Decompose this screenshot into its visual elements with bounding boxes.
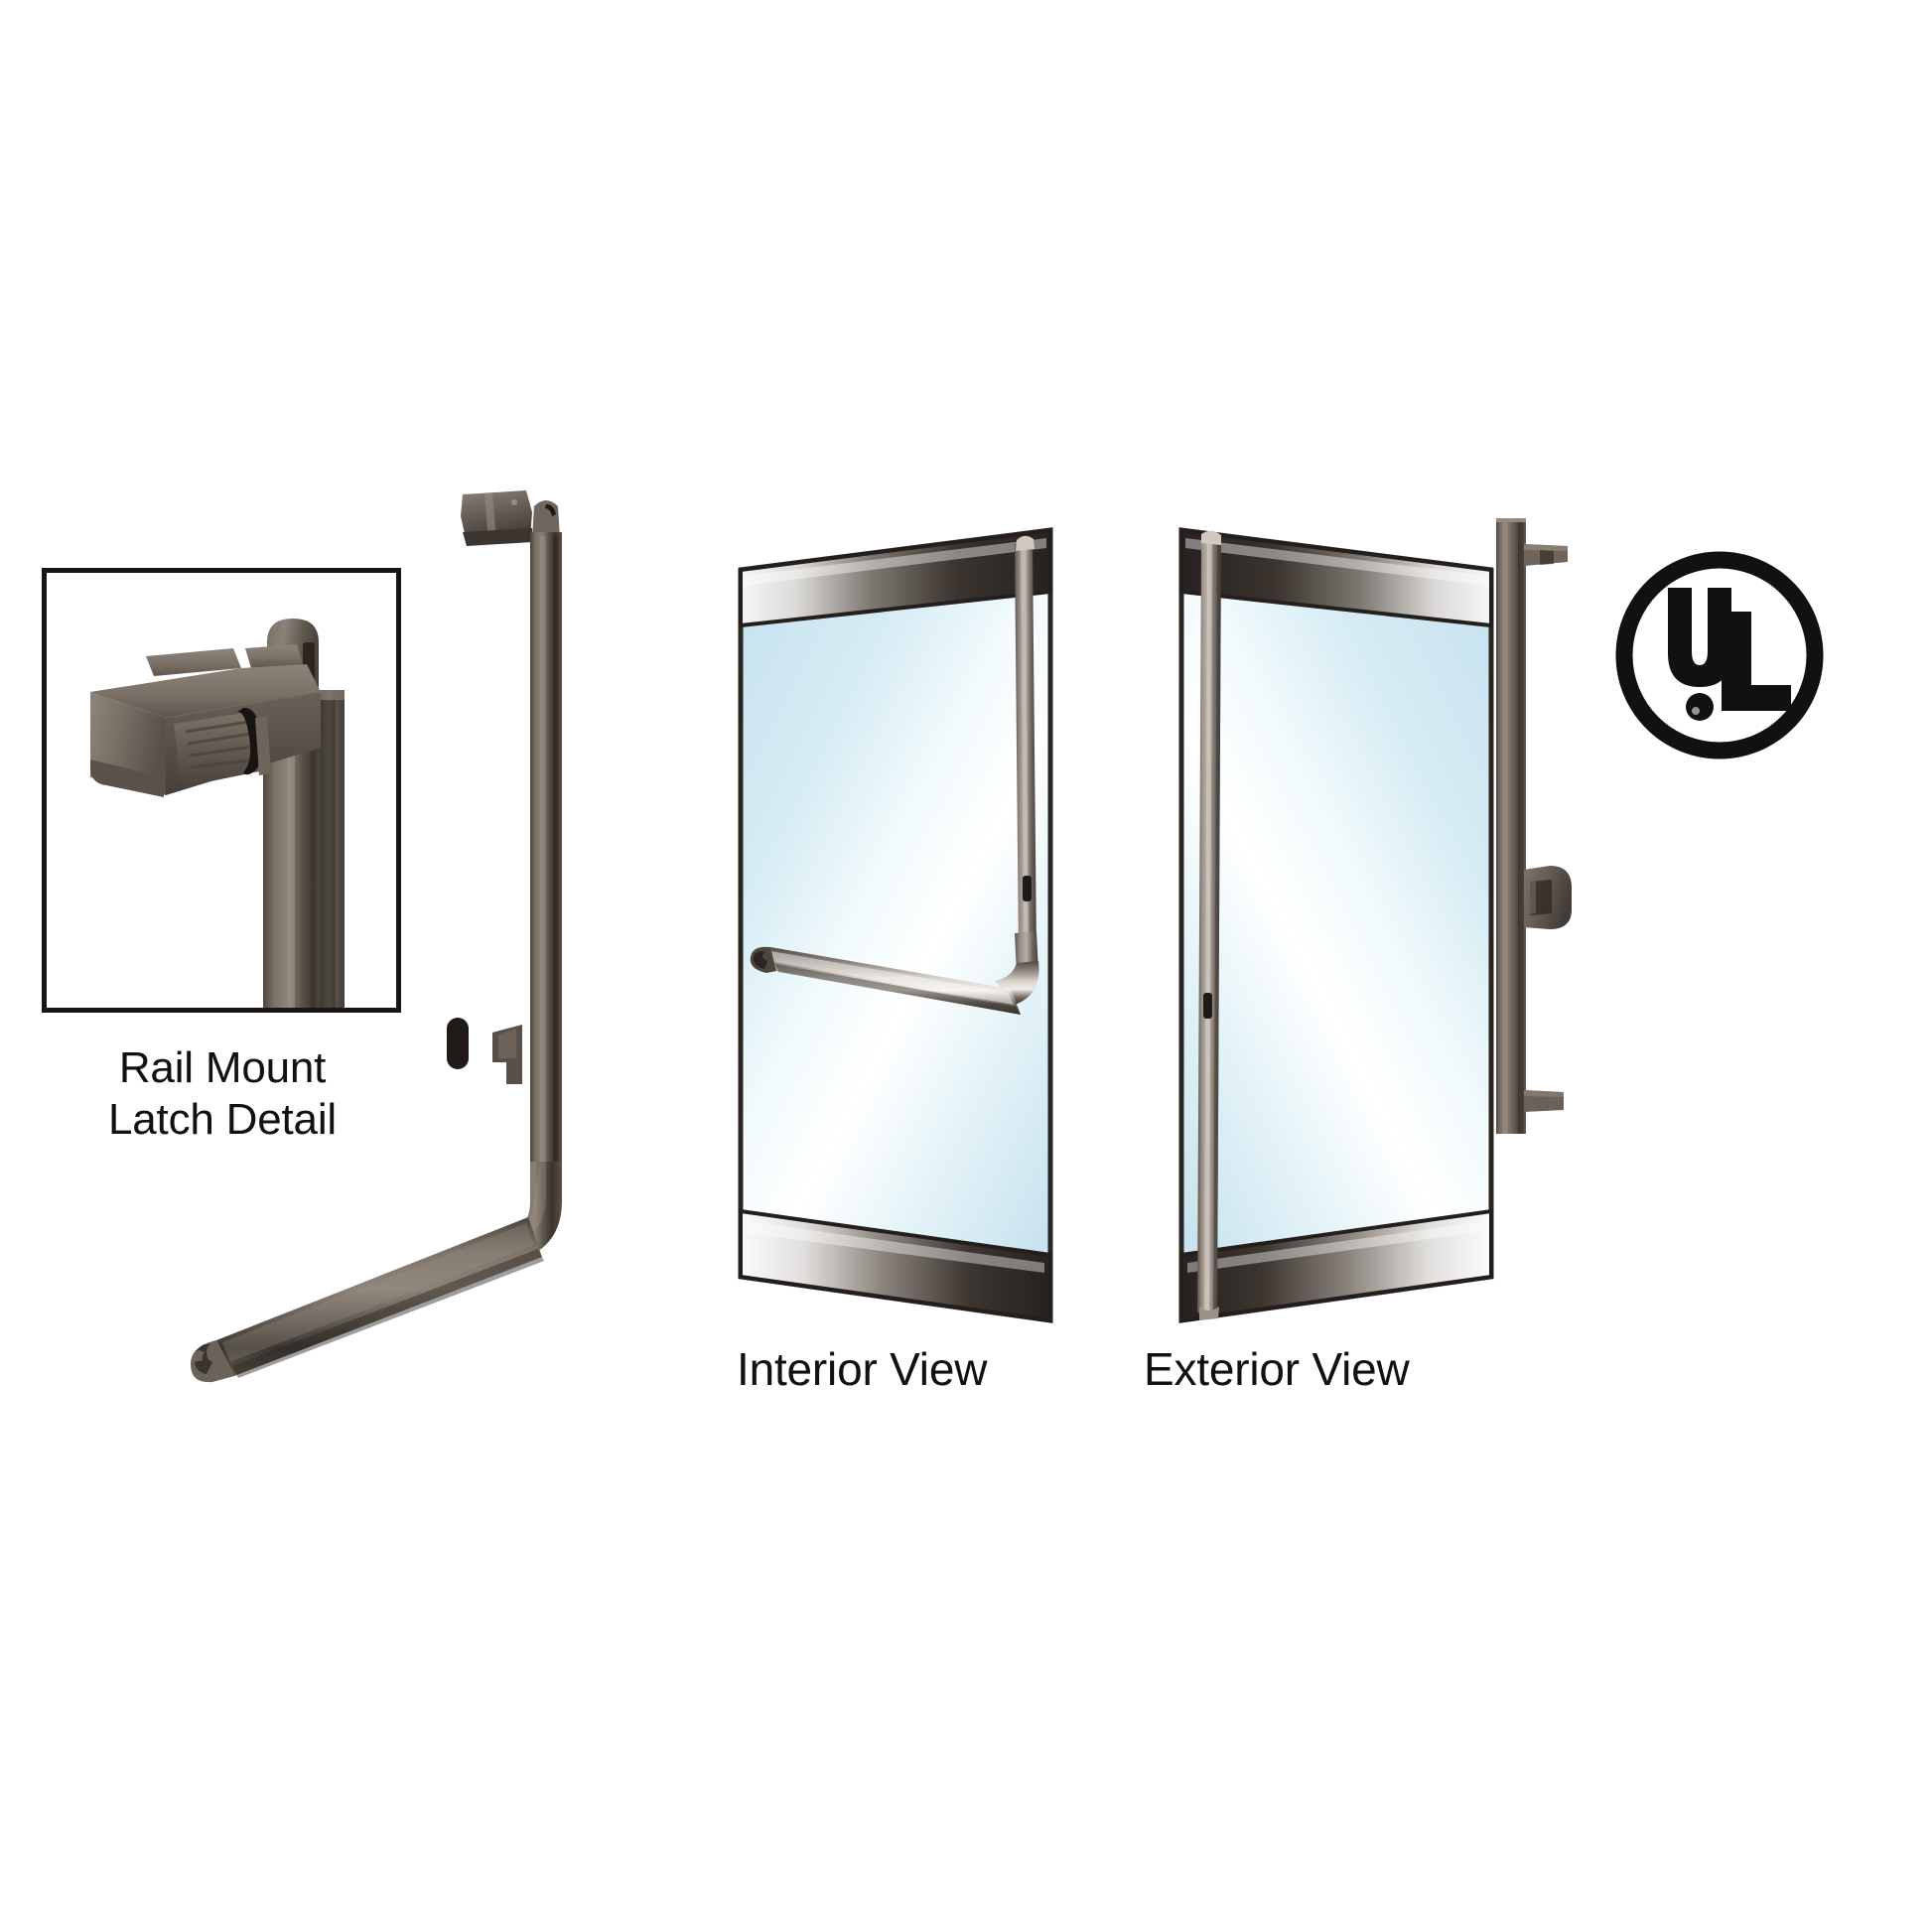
side-profile-top-tab: [1524, 544, 1568, 566]
interior-view-label: Interior View: [737, 1343, 988, 1395]
exterior-view-label: Exterior View: [1144, 1343, 1410, 1395]
ul-mark-icon: [1615, 551, 1824, 759]
ul-listed-mark: [1600, 536, 1839, 774]
interior-push-bar: [750, 931, 1039, 1015]
exterior-view-door: [1178, 527, 1494, 1323]
interior-view-door: [738, 527, 1053, 1323]
panic-bar-top-bracket: [461, 490, 532, 546]
knurled-collar: [174, 712, 259, 787]
rail-mount-latch-detail-box: [42, 568, 401, 1013]
exterior-bottom-rail: [1179, 1208, 1493, 1323]
side-profile-rod-body: [1496, 518, 1526, 1134]
latch-housing: [90, 644, 321, 797]
exterior-vertical-rod: [1197, 530, 1221, 1320]
interior-bottom-rail: [739, 1208, 1052, 1323]
interior-top-rail: [739, 527, 1052, 628]
panic-bar-assembly: [191, 490, 562, 1383]
latch-detail-drawing: [90, 619, 345, 1008]
side-profile-bottom-tab: [1524, 1090, 1564, 1112]
rod-side-profile: [1496, 518, 1572, 1134]
panic-bar-vertical-rod: [530, 532, 562, 1172]
panic-bar-mid-latch: [447, 1018, 522, 1084]
panic-bar-touch-bar: [191, 1217, 544, 1383]
panic-bar-rod-cap: [532, 500, 560, 538]
exterior-top-rail: [1179, 527, 1493, 628]
interior-glass-panel: [738, 527, 1053, 1323]
side-profile-latch-housing: [1524, 866, 1572, 929]
interior-vertical-rod: [1015, 535, 1036, 955]
rail-mount-latch-detail-caption: Rail Mount Latch Detail: [108, 1043, 337, 1144]
